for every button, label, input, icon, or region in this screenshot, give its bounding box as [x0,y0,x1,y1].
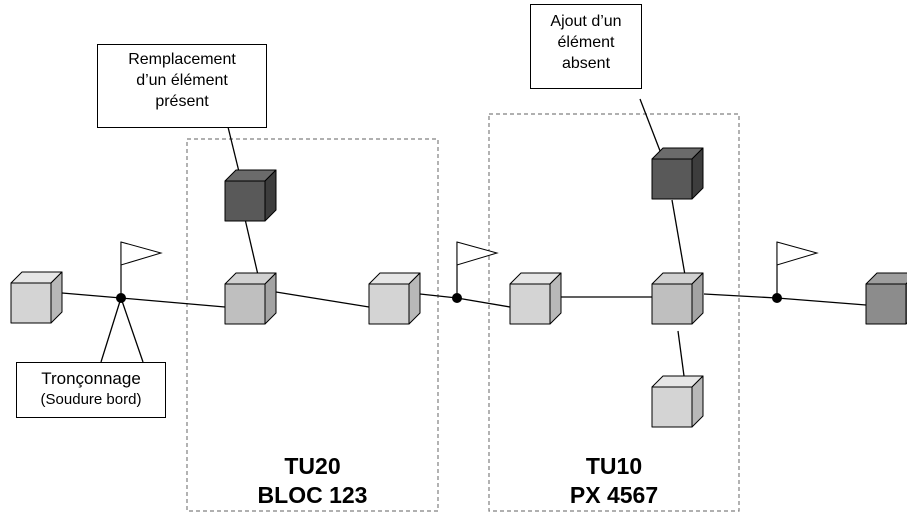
cube-icon [368,272,421,325]
junctions-layer [116,293,782,303]
callout-addition-line3: absent [561,55,611,72]
flag-icon [120,241,163,298]
callout-replacement-text: Remplacement d’un élément présent [97,49,267,112]
callout-cutting-line1: Tronçonnage [41,369,141,388]
callout-addition-line1: Ajout d’un [550,13,622,30]
cube-icon [651,147,704,200]
connection-line [776,297,867,306]
cube-icon [10,271,63,324]
cube-front-face [224,180,266,222]
flag-icon [456,241,499,298]
callout-pointer [639,98,663,157]
cube-front-face [224,283,266,325]
callout-pointer [120,297,144,363]
junction-dot-icon [116,293,126,303]
callout-cutting-text: Tronçonnage (Soudure bord) [16,368,166,410]
cube-icon [224,169,277,222]
connection-line [703,293,778,299]
cube-icon [509,272,562,325]
group-code: TU10 [585,453,643,479]
group-name: PX 4567 [569,482,659,508]
group-box-tu20 [186,138,439,512]
cube-front-face [651,283,693,325]
cube-front-face [865,283,907,325]
connection-line [671,199,686,276]
connection-lines [61,98,867,377]
flag-cloth [120,241,163,266]
callout-replacement-line1: Remplacement [128,51,236,68]
cube-front-face [651,158,693,200]
flags-layer [120,241,819,298]
group-title-tu10: TU10 PX 4567 [489,452,739,510]
group-title-tu20: TU20 BLOC 123 [187,452,438,510]
connection-line [456,297,511,308]
callout-addition-text: Ajout d’un élément absent [530,11,642,74]
callout-addition [530,4,642,89]
flag-cloth [456,241,499,266]
cube-icon [651,272,704,325]
group-box-tu10 [488,113,740,512]
flag-icon [776,241,819,298]
junction-dot-icon [772,293,782,303]
callout-replacement-line2: d’un élément [136,72,228,89]
connection-line [677,330,685,377]
group-code: TU20 [284,453,341,479]
cube-front-face [651,386,693,428]
callout-addition-line2: élément [557,34,615,51]
callout-cutting-line2: (Soudure bord) [40,391,142,408]
cube-front-face [509,283,551,325]
connection-line [120,297,226,308]
connection-line [61,292,122,299]
cubes-layer [10,147,907,428]
cube-front-face [368,283,410,325]
cube-icon [865,272,907,325]
connection-line [244,218,259,276]
cube-front-face [10,282,52,324]
cube-top-face [865,272,907,285]
callout-cutting [16,362,166,418]
cube-icon [651,375,704,428]
group-name: BLOC 123 [257,482,368,508]
flag-cloth [776,241,819,266]
junction-dot-icon [452,293,462,303]
callout-pointer [100,297,122,363]
cube-icon [224,272,277,325]
connection-line [275,291,370,308]
connection-line [419,293,458,299]
callout-replacement [97,44,267,128]
callout-replacement-line3: présent [155,93,209,110]
